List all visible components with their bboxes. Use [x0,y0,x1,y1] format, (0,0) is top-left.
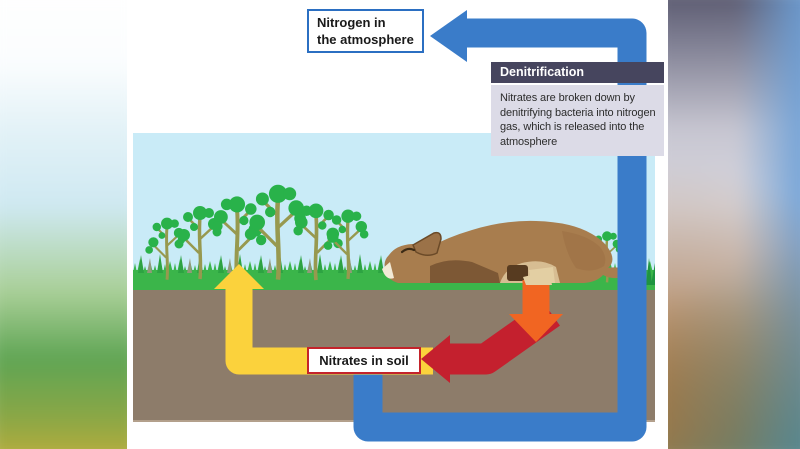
denitrification-callout: Denitrification Nitrates are broken down… [491,62,664,157]
animal-wound-patch [507,265,528,281]
nitrates-in-soil-box: Nitrates in soil [307,347,421,374]
nitrogen-box-line2: the atmosphere [317,31,414,47]
nitrogen-atmosphere-box: Nitrogen in the atmosphere [307,9,424,53]
denitrification-description: Nitrates are broken down by denitrifying… [491,85,664,157]
illustration-scene [133,133,655,422]
nitrogen-box-line1: Nitrogen in [317,15,386,30]
denitrification-title: Denitrification [491,62,664,83]
background-blur-left [0,0,143,449]
background-blur-right [650,0,800,449]
soil-bottom-edge [133,420,655,422]
